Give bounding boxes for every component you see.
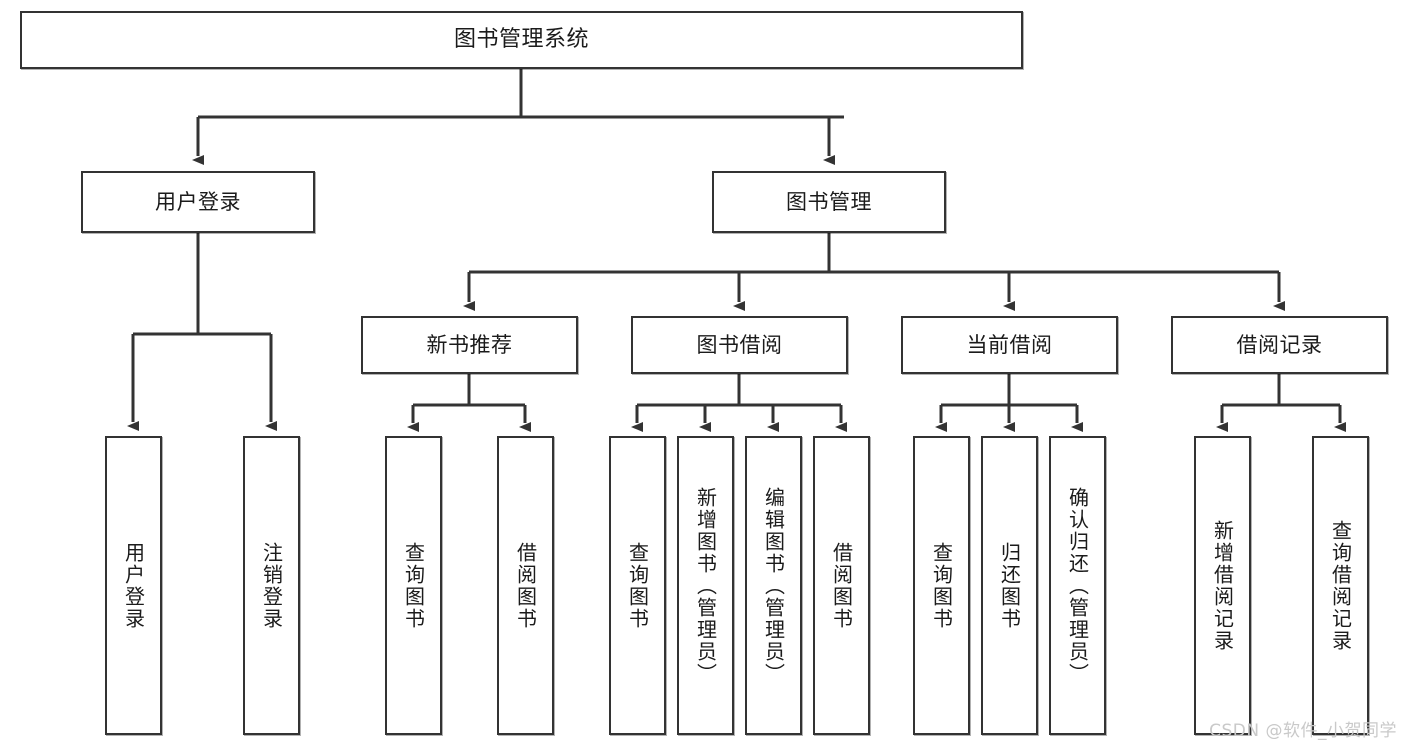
node-book-borrow[interactable]: 图书借阅	[631, 316, 848, 374]
leaf-edit-book[interactable]: 编辑图书（管理员）	[745, 436, 802, 735]
node-new-book-rec-label: 新书推荐	[426, 332, 513, 357]
leaf-confirm-return[interactable]: 确认归还（管理员）	[1049, 436, 1106, 735]
leaf-borrow-book-2[interactable]: 借阅图书	[813, 436, 870, 735]
leaf-add-record[interactable]: 新增借阅记录	[1194, 436, 1251, 735]
leaf-logout-label: 注销登录	[259, 541, 284, 630]
node-root-label: 图书管理系统	[453, 27, 589, 53]
node-borrow-record[interactable]: 借阅记录	[1171, 316, 1388, 374]
leaf-user-login-label: 用户登录	[121, 541, 146, 630]
leaf-edit-book-label: 编辑图书（管理员）	[761, 486, 786, 685]
leaf-borrow-book-2-label: 借阅图书	[829, 541, 854, 630]
node-new-book-rec[interactable]: 新书推荐	[361, 316, 578, 374]
leaf-add-record-label: 新增借阅记录	[1210, 519, 1235, 652]
leaf-confirm-return-label: 确认归还（管理员）	[1065, 486, 1090, 685]
node-current-borrow[interactable]: 当前借阅	[901, 316, 1118, 374]
node-book-manage[interactable]: 图书管理	[712, 171, 946, 233]
leaf-query-book-1-label: 查询图书	[401, 541, 426, 630]
node-book-manage-label: 图书管理	[786, 189, 872, 214]
node-current-borrow-label: 当前借阅	[966, 332, 1053, 357]
leaf-add-book[interactable]: 新增图书（管理员）	[677, 436, 734, 735]
leaf-logout[interactable]: 注销登录	[243, 436, 300, 735]
leaf-add-book-label: 新增图书（管理员）	[693, 486, 718, 685]
node-user-login[interactable]: 用户登录	[81, 171, 315, 233]
node-book-borrow-label: 图书借阅	[696, 332, 783, 357]
leaf-query-record[interactable]: 查询借阅记录	[1312, 436, 1369, 735]
leaf-query-book-1[interactable]: 查询图书	[385, 436, 442, 735]
watermark: CSDN @软件_小贺同学	[1209, 721, 1397, 741]
node-root[interactable]: 图书管理系统	[20, 11, 1023, 69]
leaf-query-book-2-label: 查询图书	[625, 541, 650, 630]
leaf-user-login[interactable]: 用户登录	[105, 436, 162, 735]
leaf-return-book[interactable]: 归还图书	[981, 436, 1038, 735]
leaf-query-book-3-label: 查询图书	[929, 541, 954, 630]
leaf-borrow-book-1[interactable]: 借阅图书	[497, 436, 554, 735]
leaf-query-record-label: 查询借阅记录	[1328, 519, 1353, 652]
leaf-return-book-label: 归还图书	[997, 541, 1022, 630]
leaf-query-book-3[interactable]: 查询图书	[913, 436, 970, 735]
leaf-borrow-book-1-label: 借阅图书	[513, 541, 538, 630]
leaf-query-book-2[interactable]: 查询图书	[609, 436, 666, 735]
node-borrow-record-label: 借阅记录	[1236, 332, 1323, 357]
node-user-login-label: 用户登录	[155, 189, 241, 214]
